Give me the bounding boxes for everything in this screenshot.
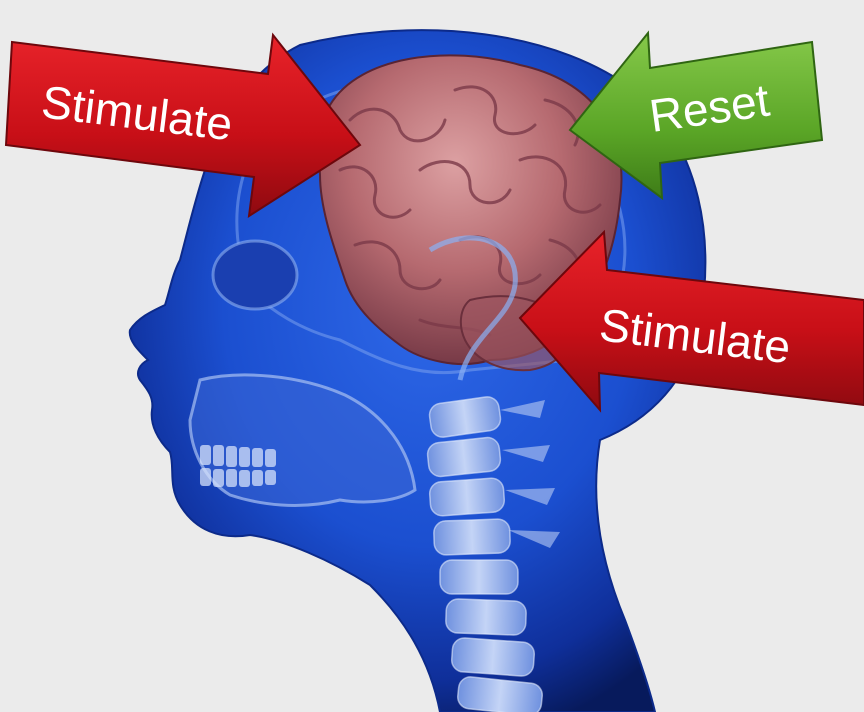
eye-socket bbox=[213, 241, 297, 309]
